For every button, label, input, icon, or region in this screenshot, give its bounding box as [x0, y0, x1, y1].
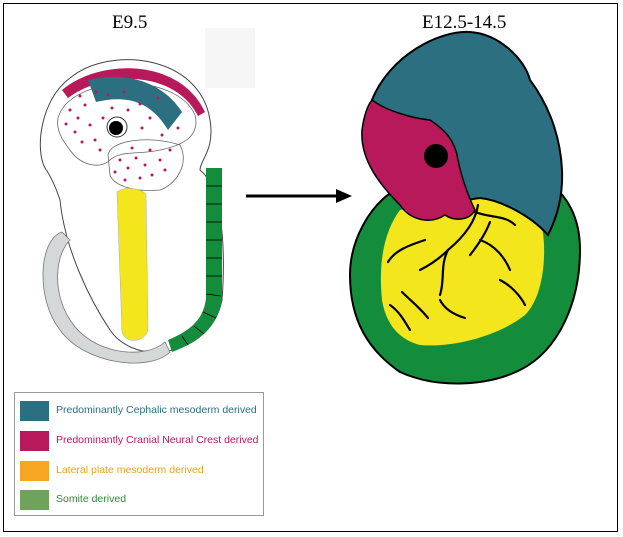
embryo-e9-5 — [39, 59, 224, 364]
stage-label-e12-5-14-5: E12.5-14.5 — [422, 12, 507, 33]
legend-label-somite: Somite derived — [56, 493, 127, 505]
legend-label-lateral-plate: Lateral plate mesoderm derived — [56, 464, 204, 476]
legend-item-cranial-neural-crest: Predominantly Cranial Neural Crest deriv… — [20, 431, 260, 451]
background-smudge — [205, 28, 255, 88]
neural-crest-dots — [64, 90, 180, 182]
legend: Predominantly Cephalic mesoderm derived … — [14, 392, 264, 516]
legend-label-cranial-neural-crest: Predominantly Cranial Neural Crest deriv… — [56, 434, 259, 446]
lateral-plate-mesoderm — [116, 188, 149, 341]
legend-label-cephalic-mesoderm: Predominantly Cephalic mesoderm derived — [56, 404, 257, 416]
somite-segments — [181, 185, 222, 346]
embryo-e12-5 — [348, 30, 582, 385]
embryo-tail-grey — [42, 231, 171, 364]
somite-column — [168, 168, 222, 352]
legend-item-somite: Somite derived — [20, 490, 260, 510]
vessel-lines — [386, 203, 527, 332]
pharyngeal-region — [107, 139, 184, 191]
embryo-eye-large — [424, 144, 448, 168]
legend-item-lateral-plate: Lateral plate mesoderm derived — [20, 461, 260, 481]
progression-arrow — [246, 189, 352, 203]
legend-swatch-lateral-plate — [20, 461, 49, 481]
stage-label-e9-5: E9.5 — [112, 12, 148, 33]
legend-item-cephalic-mesoderm: Predominantly Cephalic mesoderm derived — [20, 401, 260, 421]
cephalic-mesoderm-band — [88, 76, 182, 130]
embryo-eye — [109, 121, 123, 135]
legend-swatch-somite — [20, 490, 49, 510]
neural-crest-region — [361, 98, 476, 221]
lateral-plate-region — [380, 195, 545, 346]
legend-swatch-cranial-neural-crest — [20, 431, 49, 451]
legend-swatch-cephalic-mesoderm — [20, 401, 49, 421]
